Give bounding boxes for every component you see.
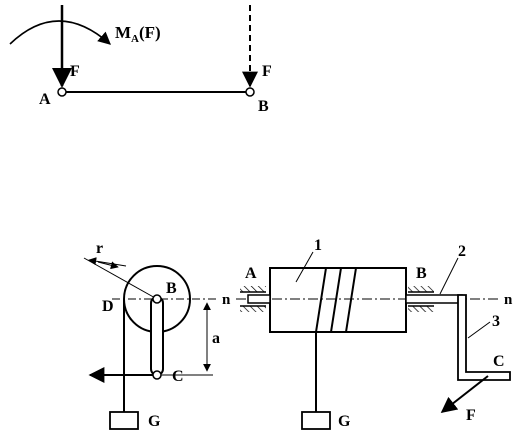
axis-n-right-label: n <box>504 292 513 308</box>
point-d-label: D <box>102 298 114 315</box>
winding-3 <box>345 267 357 333</box>
point-b-label-left: B <box>166 280 177 297</box>
pin-b-left <box>152 294 162 304</box>
moment-label: MA(F) <box>115 23 161 45</box>
bearing-b-top <box>408 286 434 292</box>
pin-a <box>57 87 67 97</box>
bearing-a-label: A <box>245 265 257 282</box>
point-c-label-left: C <box>172 368 184 385</box>
point-c-label-right: C <box>493 353 505 370</box>
shaft-right <box>405 294 463 304</box>
part-2-label: 2 <box>458 243 466 260</box>
radius-label: r <box>96 240 103 257</box>
winding-1 <box>315 267 327 333</box>
part-1-label: 1 <box>314 237 322 254</box>
radius-arrow <box>88 257 127 267</box>
force-label-right: F <box>262 63 272 80</box>
point-b-label: B <box>258 98 269 115</box>
bearing-b-label: B <box>416 265 427 282</box>
leader-3 <box>467 321 491 339</box>
point-a-label: A <box>39 91 51 108</box>
bearing-a-bottom <box>240 306 266 312</box>
axis-n-left-label: n <box>222 292 231 308</box>
radius-line <box>83 257 158 300</box>
crank-handle <box>457 294 511 381</box>
drum <box>269 267 407 333</box>
bearing-b-bottom <box>408 306 434 312</box>
force-label-left: F <box>70 63 80 80</box>
force-f-label: F <box>466 407 476 424</box>
weight-label-right: G <box>338 413 351 430</box>
part-3-label: 3 <box>492 313 500 330</box>
weight-label-left: G <box>148 413 161 430</box>
force-arrow-f <box>440 375 489 413</box>
shaft-left <box>247 294 271 304</box>
radius-arrow-2 <box>97 261 119 270</box>
crank-arm <box>150 296 164 376</box>
pin-c-left <box>152 370 162 380</box>
pin-b <box>245 87 255 97</box>
weight-left <box>109 411 139 430</box>
leader-2 <box>439 257 459 295</box>
winding-2 <box>330 267 342 333</box>
bearing-a-top <box>240 286 266 292</box>
moment-arc <box>9 20 111 45</box>
top-figure: MA(F) F F A B <box>9 5 272 115</box>
distance-a-label: a <box>212 330 220 347</box>
bottom-right-figure: A B n n 1 2 3 C F G <box>222 237 513 430</box>
bottom-left-figure: r D B C a G <box>83 240 220 430</box>
leader-1 <box>295 251 314 283</box>
weight-right <box>301 411 331 430</box>
